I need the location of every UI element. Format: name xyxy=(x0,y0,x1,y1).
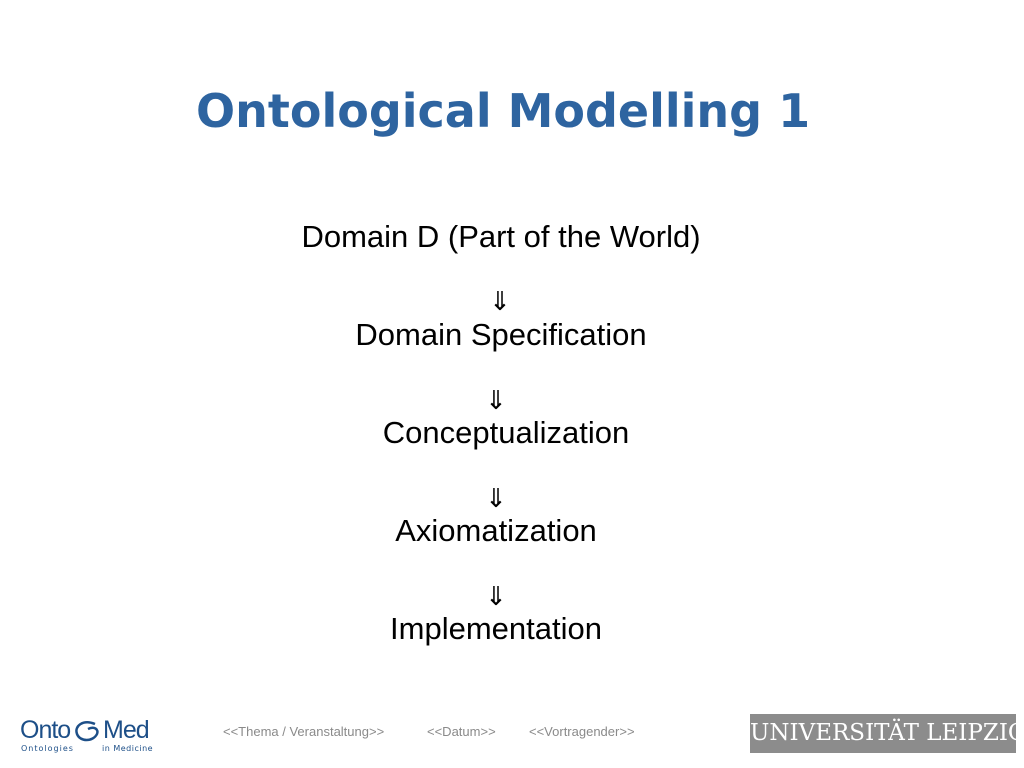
flow-step-implementation: Implementation xyxy=(390,611,602,646)
ontomed-logo-sub-right: in Medicine xyxy=(102,744,154,753)
ontomed-logo-right: Med xyxy=(103,716,150,744)
flow-step-domain-specification: Domain Specification xyxy=(355,317,647,352)
ontomed-logo-left: Onto xyxy=(20,716,71,744)
ontomed-logo-sub-left: Ontologies xyxy=(21,744,74,753)
flow-step-axiomatization: Axiomatization xyxy=(395,513,597,548)
slide-title: Ontological Modelling 1 xyxy=(196,84,811,138)
down-double-arrow-icon: ⇓ xyxy=(489,287,511,317)
down-double-arrow-icon: ⇓ xyxy=(485,582,507,612)
footer-speaker: <<Vortragender>> xyxy=(529,724,635,739)
ontomed-swirl-icon xyxy=(75,721,99,742)
footer-date: <<Datum>> xyxy=(427,724,496,739)
flow-step-domain: Domain D (Part of the World) xyxy=(301,219,701,254)
university-leipzig-logo: UNIVERSITÄT LEIPZIG xyxy=(750,714,1016,753)
flow-step-conceptualization: Conceptualization xyxy=(382,415,630,450)
ontomed-logo: Onto Med Ontologies in Medicine xyxy=(20,716,165,754)
modelling-flow: Domain D (Part of the World) ⇓ Domain Sp… xyxy=(301,219,701,646)
footer-topic: <<Thema / Veranstaltung>> xyxy=(223,724,385,739)
down-double-arrow-icon: ⇓ xyxy=(485,484,507,514)
down-double-arrow-icon: ⇓ xyxy=(485,386,507,416)
